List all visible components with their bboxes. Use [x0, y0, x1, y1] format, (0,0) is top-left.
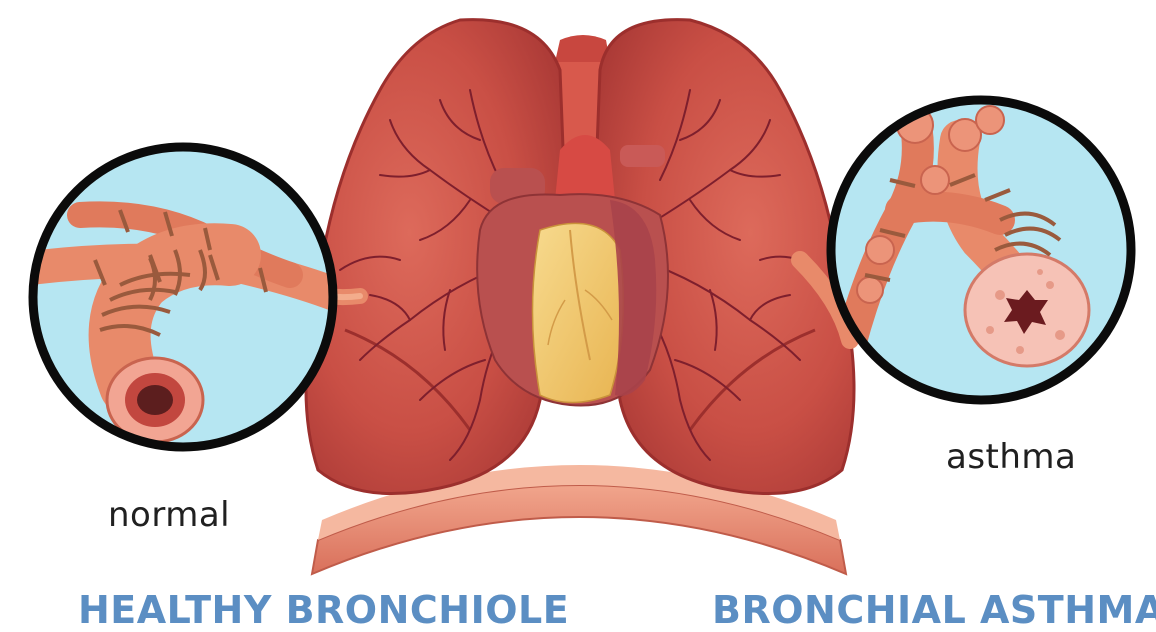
asthma-label: asthma	[946, 437, 1076, 477]
normal-label: normal	[108, 495, 230, 535]
bronchial-asthma-heading: BRONCHIAL ASTHMA	[712, 588, 1156, 632]
asthma-bronchiole-inset	[831, 100, 1131, 400]
healthy-bronchiole-heading: HEALTHY BRONCHIOLE	[78, 588, 569, 632]
normal-bronchiole-inset	[30, 147, 345, 447]
